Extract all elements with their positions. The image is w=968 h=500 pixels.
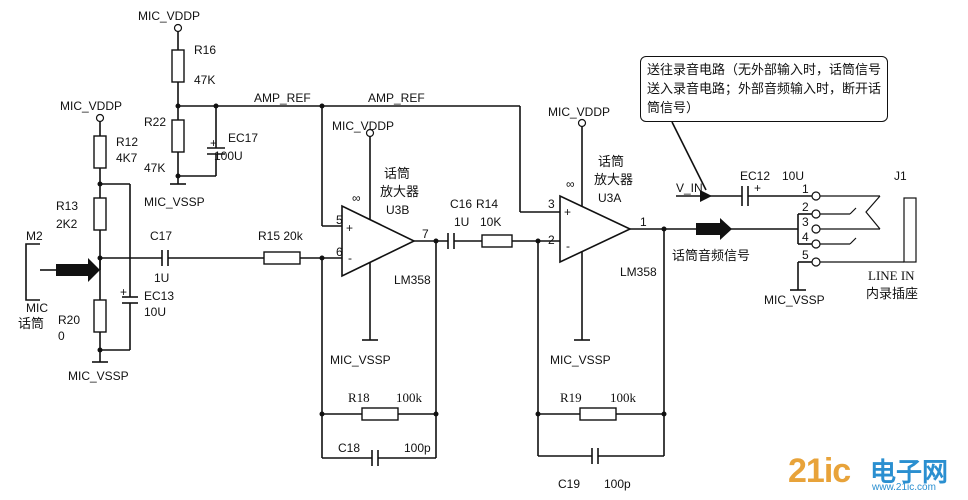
svg-text:5: 5 [802,248,809,262]
resistor-r19 [579,407,617,421]
label-c17: C17 [150,229,172,243]
svg-text:+: + [564,205,571,219]
label-ec13-value: 10U [144,305,166,319]
label-r20: R20 [58,313,80,327]
label-mic-audio-signal: 话筒音频信号 [672,248,750,263]
svg-text:+: + [346,221,353,235]
label-mic-vssp-ec17: MIC_VSSP [144,195,205,209]
svg-text:+: + [754,181,761,195]
label-c18: C18 [338,441,360,455]
label-r15: R15 20k [258,229,304,243]
watermark-url: www.21ic.com [872,482,936,493]
label-j1: J1 [894,169,907,183]
ref-network [170,23,560,226]
label-r22: R22 [144,115,166,129]
label-r22-value: 47K [144,161,165,175]
label-r12-value: 4K7 [116,151,138,165]
svg-text:2: 2 [548,233,555,247]
resistor-r13 [93,197,107,231]
svg-text:∞: ∞ [566,177,575,191]
label-mic-vddp-u3b: MIC_VDDP [332,119,394,133]
callout-note: 送往录音电路（无外部输入时，话筒信号送入录音电路；外部音频输入时，断开话筒信号） [640,56,888,122]
label-line-in: LINE IN [868,268,915,283]
jack-j1 [790,191,917,291]
label-r14: R14 [476,197,498,211]
resistor-r15 [263,251,301,265]
label-mic: MIC [26,301,48,315]
svg-text:4: 4 [802,230,809,244]
label-ec12: EC12 [740,169,770,183]
label-mic-vddp-left: MIC_VDDP [60,99,122,113]
label-r16-value: 47K [194,73,215,87]
label-m2: M2 [26,229,43,243]
label-c16-value: 1U [454,215,469,229]
label-u3b-cn1: 话筒 [384,166,410,181]
svg-text:-: - [566,239,570,253]
opamp-u3b [319,128,448,466]
svg-text:-: - [348,251,352,265]
svg-text:+: + [210,136,217,150]
label-r13: R13 [56,199,78,213]
svg-text:+: + [120,285,127,299]
label-c18-value: 100p [404,441,431,455]
resistor-r14 [481,234,513,248]
resistor-r22 [171,119,185,153]
label-c17-value: 1U [154,271,169,285]
resistor-r12 [93,135,107,169]
label-lm358-u3b: LM358 [394,273,431,287]
resistor-r18 [361,407,399,421]
label-amp-ref-1: AMP_REF [254,91,311,105]
label-u3a: U3A [598,191,621,205]
label-r19: R19 [560,390,582,405]
label-r18: R18 [348,390,370,405]
schematic-labels: MIC_VDDP R16 47K R22 47K EC17 100U + MIC… [18,9,918,491]
svg-text:1: 1 [802,182,809,196]
microphone-symbol [25,243,40,301]
resistor-r16 [171,49,185,83]
label-r12: R12 [116,135,138,149]
label-ec17-value: 100U [214,149,243,163]
label-u3a-cn2: 放大器 [594,172,633,187]
watermark-logo: 21ic [788,452,851,490]
label-mic-vssp-left: MIC_VSSP [68,369,129,383]
label-amp-ref-2: AMP_REF [368,91,425,105]
label-r18-value: 100k [396,390,423,405]
label-ec12-value: 10U [782,169,804,183]
label-mic-vssp-jack: MIC_VSSP [764,293,825,307]
label-r19-value: 100k [610,390,637,405]
svg-text:3: 3 [802,215,809,229]
svg-text:5: 5 [336,213,343,227]
label-ec13: EC13 [144,289,174,303]
label-lm358-u3a: LM358 [620,265,657,279]
label-u3a-cn1: 话筒 [598,154,624,169]
label-mic-vssp-u3a: MIC_VSSP [550,353,611,367]
svg-text:6: 6 [336,245,343,259]
svg-text:7: 7 [422,227,429,241]
label-socket: 内录插座 [866,286,918,301]
resistor-r20 [93,299,107,333]
label-r13-value: 2K2 [56,217,78,231]
label-mic-vddp-u3a: MIC_VDDP [548,105,610,119]
label-u3b: U3B [386,203,409,217]
label-c19-value: 100p [604,477,631,491]
watermark-cn: 电子网 [870,457,949,487]
label-v-in: V_IN [676,181,703,195]
label-r16: R16 [194,43,216,57]
label-mic-vssp-u3b: MIC_VSSP [330,353,391,367]
label-r20-value: 0 [58,329,65,343]
label-r14-value: 10K [480,215,501,229]
label-mic-vddp-top: MIC_VDDP [138,9,200,23]
svg-text:1: 1 [640,215,647,229]
label-c16: C16 [450,197,472,211]
svg-text:2: 2 [802,200,809,214]
mic-bias-network [25,113,342,363]
label-ec17: EC17 [228,131,258,145]
svg-text:∞: ∞ [352,191,361,205]
label-mic-cn: 话筒 [18,316,44,331]
label-u3b-cn2: 放大器 [380,184,419,199]
svg-text:3: 3 [548,197,555,211]
label-c19: C19 [558,477,580,491]
